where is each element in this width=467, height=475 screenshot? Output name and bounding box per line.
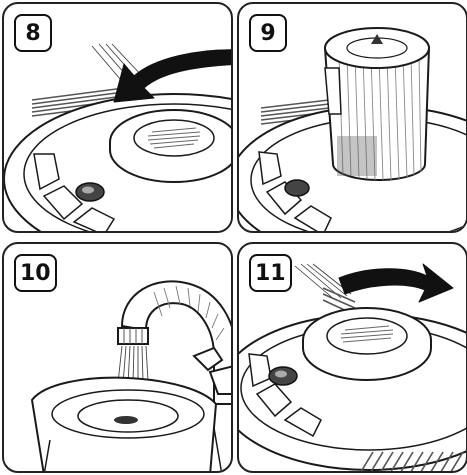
step-10-panel: 10 bbox=[2, 242, 233, 473]
arrow-clockwise-icon bbox=[338, 263, 454, 303]
step-10-illustration bbox=[30, 280, 231, 471]
step-11-panel: 11 bbox=[237, 242, 467, 473]
step-8-number: 8 bbox=[14, 14, 52, 52]
step-9-number: 9 bbox=[249, 14, 287, 52]
step-11-number: 11 bbox=[249, 254, 292, 292]
tap-faucet bbox=[117, 280, 231, 405]
step-8-illustration bbox=[4, 43, 231, 231]
step-9-panel: 9 bbox=[237, 2, 467, 233]
step-11-illustration bbox=[239, 263, 466, 471]
step-10-number: 10 bbox=[14, 254, 57, 292]
step-9-illustration bbox=[239, 27, 466, 231]
arrow-counterclockwise-icon bbox=[113, 49, 231, 103]
filter-cartridge bbox=[324, 27, 430, 181]
step-8-panel: 8 bbox=[2, 2, 233, 233]
water-jug bbox=[30, 376, 223, 471]
